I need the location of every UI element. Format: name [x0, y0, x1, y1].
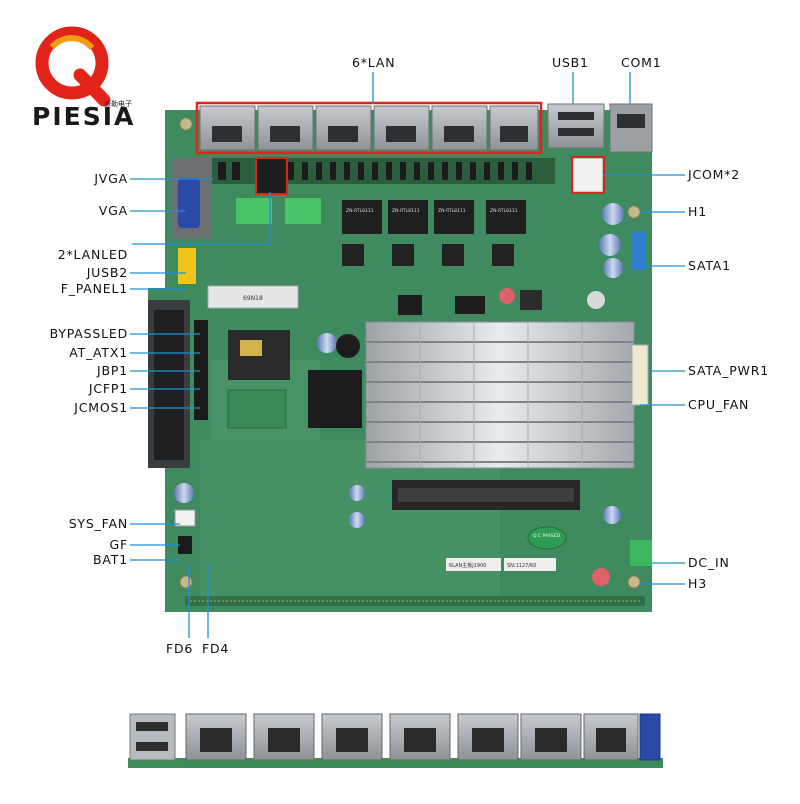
- label-dc-in: DC_IN: [688, 555, 730, 570]
- qc-stamp: [527, 526, 567, 550]
- sticker-left: 6LAN主板J1900: [449, 562, 486, 569]
- label-sata1: SATA1: [688, 258, 731, 273]
- lanled-header: [257, 159, 286, 193]
- label-jcom2: JCOM*2: [688, 167, 741, 182]
- brand-logo: [35, 26, 111, 107]
- label-fd6: FD6: [166, 641, 194, 656]
- rear-io-panel: [128, 713, 663, 768]
- label-sys-fan: SYS_FAN: [68, 516, 128, 531]
- sodimm-slot: [392, 480, 580, 510]
- label-jbp1: JBP1: [97, 363, 128, 378]
- label-h3: H3: [688, 576, 707, 591]
- label-bypassled: BYPASSLED: [49, 326, 128, 341]
- callout-lines: [130, 72, 685, 638]
- lan-ports-top: [199, 105, 539, 151]
- label-fd4: FD4: [202, 641, 230, 656]
- mpcie-label: 69N18: [243, 295, 263, 302]
- lan-highlight-box: [195, 101, 543, 155]
- chip-label: ZN-RTL8111: [490, 208, 518, 214]
- label-jusb2: JUSB2: [86, 265, 128, 280]
- label-jvga: JVGA: [94, 171, 128, 186]
- label-f-panel1: F_PANEL1: [60, 281, 128, 296]
- sticker-labels: [446, 558, 556, 571]
- label-bat1: BAT1: [93, 552, 128, 567]
- qc-stamp-text: Q.C PASSED: [533, 533, 561, 539]
- label-usb1: USB1: [552, 55, 589, 70]
- label-cpu-fan: CPU_FAN: [688, 397, 750, 412]
- lanled-highlight: [255, 157, 288, 195]
- dc-in-connector: [630, 540, 652, 566]
- label-sata-pwr1: SATA_PWR1: [688, 363, 769, 378]
- com-port: [609, 103, 653, 153]
- label-jcmos1: JCMOS1: [74, 400, 128, 415]
- vga-connector: [172, 158, 212, 238]
- left-headers: [178, 248, 208, 420]
- label-gf: GF: [109, 537, 128, 552]
- label-com1: COM1: [621, 55, 662, 70]
- usb-port: [547, 103, 605, 149]
- sticker-right: SN:1127/60: [507, 563, 536, 569]
- heatsink-grooves: [419, 322, 583, 468]
- brand-wordmark: PIESIA: [32, 102, 136, 131]
- label-lanled: 2*LANLED: [57, 247, 128, 262]
- mpcie-slot: 69N18: [207, 285, 299, 309]
- sys-fan-header: [174, 509, 196, 554]
- label-at-atx1: AT_ATX1: [69, 345, 128, 360]
- left-edge-connector: [148, 300, 190, 468]
- lan-chips: [236, 198, 526, 266]
- chip-label: ZN-RTL8111: [346, 208, 374, 214]
- jcom-headers: [572, 157, 604, 193]
- label-h1: H1: [688, 204, 707, 219]
- chip-label: ZN-RTL8111: [392, 208, 420, 214]
- cpu-heatsink: [365, 321, 635, 469]
- label-vga: VGA: [98, 203, 128, 218]
- sim-slot: [228, 330, 290, 380]
- heatsink-fins: [366, 341, 634, 463]
- ic-chips: [227, 290, 542, 429]
- sata-connector: [632, 232, 646, 270]
- label-6lan: 6*LAN: [352, 55, 396, 70]
- sata-power-header: [631, 344, 649, 406]
- brand-chinese-tag: 派勒电子: [104, 100, 132, 108]
- label-jcfp1: JCFP1: [88, 381, 128, 396]
- chip-label: ZN-RTL8111: [438, 208, 466, 214]
